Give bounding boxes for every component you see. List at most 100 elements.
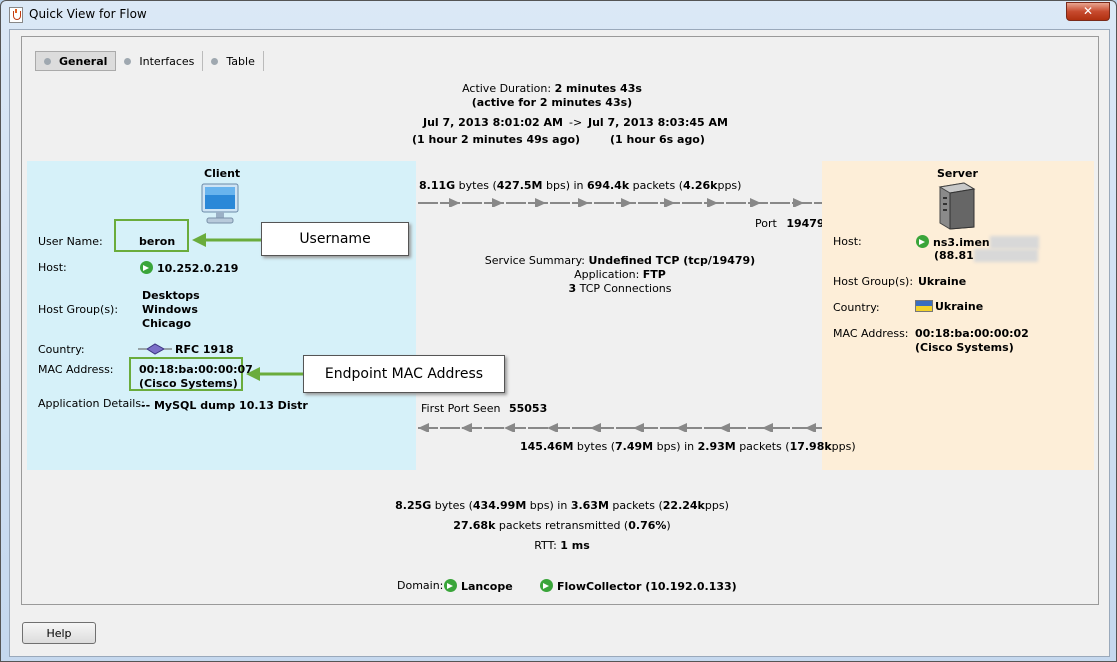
end-time: Jul 7, 2013 8:03:45 AM: [588, 116, 728, 129]
host-status-icon: [916, 235, 929, 248]
tab-dot-icon: [124, 57, 132, 65]
in-pps-unit: pps): [831, 440, 856, 453]
mac-callout: Endpoint MAC Address: [303, 355, 505, 393]
connections-label: TCP Connections: [579, 282, 672, 295]
ukraine-flag-icon: [915, 300, 933, 312]
rtt-label: RTT:: [534, 539, 557, 552]
host-status-icon: [140, 261, 153, 274]
server-host-ip: (88.81: [934, 249, 974, 262]
outbound-stats: 8.11G bytes (427.5M bps) in 694.4k packe…: [419, 179, 741, 192]
domain-label: Domain:: [397, 579, 444, 592]
server-mac-label: MAC Address:: [833, 327, 909, 340]
tab-table[interactable]: Table: [203, 51, 264, 71]
server-host-ip-row: (88.81xxxxxxxxx: [934, 249, 1038, 262]
out-pps: 4.26k: [683, 179, 718, 192]
inbound-stats: 145.46M bytes (7.49M bps) in 2.93M packe…: [520, 440, 856, 453]
out-bps: 427.5M: [496, 179, 543, 192]
client-host-group: Desktops: [142, 289, 200, 302]
client-username-label: User Name:: [38, 235, 103, 248]
server-host-link[interactable]: ns3.imenxxxxxxx: [916, 235, 1040, 249]
application-label: Application:: [574, 268, 640, 281]
help-button[interactable]: Help: [22, 622, 96, 644]
domain-value: Lancope: [461, 580, 513, 593]
service-connections: 3 TCP Connections: [452, 282, 788, 295]
username-highlight: [114, 219, 189, 252]
total-bps-unit: bps) in: [529, 499, 568, 512]
client-username: beron: [139, 235, 176, 248]
active-for: (active for 2 minutes 43s): [471, 96, 633, 109]
client-panel: Client User Name: beron Host: 10.252.0.2…: [27, 161, 416, 470]
server-country-row: Ukraine: [915, 300, 983, 313]
client-mac-vendor: (Cisco Systems): [139, 377, 238, 390]
computer-icon: [201, 183, 239, 224]
out-bps-unit: bps) in: [546, 179, 584, 192]
client-host-group: Chicago: [142, 317, 192, 330]
username-callout: Username: [261, 222, 409, 256]
tab-general[interactable]: General: [35, 51, 117, 71]
total-bps: 434.99M: [472, 499, 527, 512]
client-app-details-label: Application Details:: [38, 397, 145, 410]
retrans-pct: 0.76%: [628, 519, 667, 532]
port-label: Port: [755, 217, 777, 230]
server-host-groups-label: Host Group(s):: [833, 275, 914, 288]
connections-count: 3: [568, 282, 577, 295]
tab-label: Interfaces: [139, 54, 195, 68]
redacted-hostname: xxxxxxx: [989, 236, 1040, 249]
client-mac-label: MAC Address:: [38, 363, 114, 376]
service-summary-value: Undefined TCP (tcp/19479): [588, 254, 756, 267]
redacted-ip: xxxxxxxxx: [973, 249, 1038, 262]
collector-status-icon: [540, 579, 553, 592]
time-arrow: ->: [569, 116, 583, 129]
application-value: FTP: [642, 268, 666, 281]
client-host-link[interactable]: 10.252.0.219: [140, 261, 238, 275]
retrans-label: packets retransmitted (: [498, 519, 629, 532]
total-pps: 22.24k: [662, 499, 705, 512]
retrans-close: ): [666, 519, 671, 532]
window-title: Quick View for Flow: [29, 7, 147, 21]
client-host-group: Windows: [142, 303, 198, 316]
total-pps-unit: pps): [704, 499, 729, 512]
service-summary-label: Service Summary:: [484, 254, 585, 267]
close-button[interactable]: ✕: [1066, 2, 1110, 21]
outbound-arrows: [418, 198, 822, 207]
tab-interfaces[interactable]: Interfaces: [116, 51, 204, 71]
client-host: 10.252.0.219: [157, 262, 239, 275]
service-summary: Service Summary: Undefined TCP (tcp/1947…: [452, 254, 788, 267]
domain-status-icon: [444, 579, 457, 592]
domain-link[interactable]: Lancope: [444, 579, 513, 593]
out-packets: 694.4k: [587, 179, 630, 192]
first-port-seen: First Port Seen 55053: [421, 402, 547, 415]
retrans-count: 27.68k: [453, 519, 496, 532]
private-network-icon: [138, 343, 172, 355]
total-stats: 8.25G bytes (434.99M bps) in 3.63M packe…: [352, 499, 772, 512]
in-bps: 7.49M: [615, 440, 654, 453]
server-country-label: Country:: [833, 301, 880, 314]
total-packets: 3.63M: [570, 499, 609, 512]
general-panel: General Interfaces Table Active Duration…: [21, 36, 1099, 605]
active-duration: Active Duration: 2 minutes 43s: [402, 82, 702, 95]
title-bar[interactable]: Quick View for Flow ✕: [1, 1, 1116, 29]
client-mac: 00:18:ba:00:00:07: [139, 363, 253, 376]
client-area: General Interfaces Table Active Duration…: [9, 29, 1110, 657]
first-port-value: 55053: [508, 402, 548, 415]
server-country: Ukraine: [935, 300, 984, 313]
flow-collector-value: FlowCollector (10.192.0.133): [557, 580, 737, 593]
client-app-details: -- MySQL dump 10.13 Distr: [141, 399, 308, 412]
mac-highlight: [129, 357, 243, 391]
flow-collector-link[interactable]: FlowCollector (10.192.0.133): [540, 579, 737, 593]
server-host-label: Host:: [833, 235, 862, 248]
server-icon: [938, 182, 976, 230]
in-packets-unit: packets (: [739, 440, 790, 453]
active-duration-value: 2 minutes 43s: [554, 82, 642, 95]
server-mac: 00:18:ba:00:00:02: [915, 327, 1029, 340]
rtt: RTT: 1 ms: [352, 539, 772, 552]
server-host-groups: Ukraine: [918, 275, 967, 288]
server-mac-vendor: (Cisco Systems): [915, 341, 1014, 354]
server-panel: Server Host: ns3.imenxxxxxxx (88.81xxxxx…: [822, 161, 1094, 470]
client-country: RFC 1918: [175, 343, 234, 356]
service-application: Application: FTP: [452, 268, 788, 281]
java-app-icon: [9, 7, 23, 23]
active-duration-label: Active Duration:: [462, 82, 552, 95]
in-packets: 2.93M: [697, 440, 736, 453]
